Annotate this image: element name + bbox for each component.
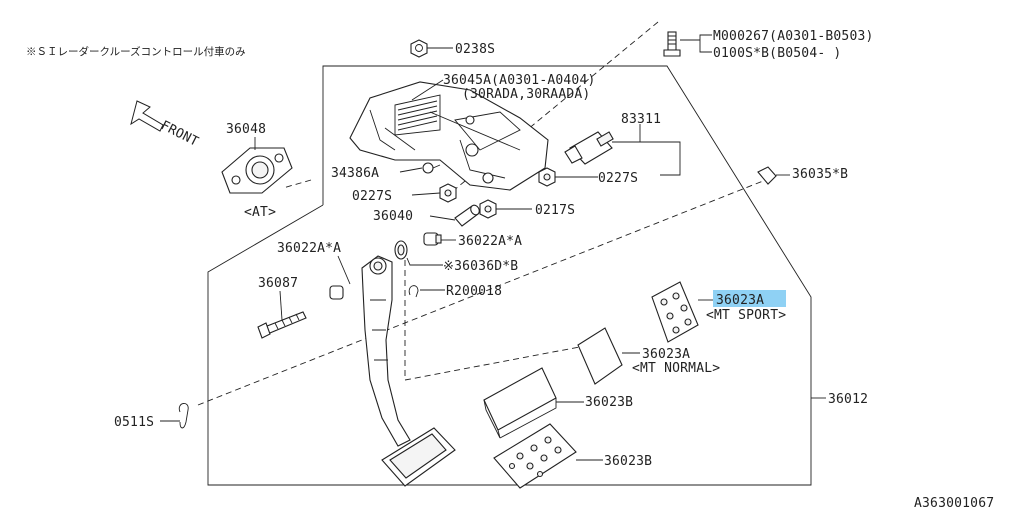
- part-36023a-normal-pad: [577, 327, 623, 385]
- assembly-outline: [207, 65, 812, 486]
- part-m000267-bolt: [663, 31, 681, 57]
- label-34386a: 34386A: [331, 166, 379, 181]
- label-0217s: 0217S: [535, 203, 575, 218]
- label-36022a-right: 36022A*A: [458, 234, 522, 249]
- part-0238s-nut: [410, 39, 428, 58]
- part-36087-bolt: [257, 311, 307, 339]
- part-34386a-pin: [422, 162, 441, 174]
- label-36087: 36087: [258, 276, 298, 291]
- label-36048: 36048: [226, 122, 266, 137]
- figure-id: A363001067: [914, 496, 994, 511]
- part-pedal-pad-main: [381, 427, 456, 487]
- label-at: <AT>: [244, 205, 276, 220]
- front-label: FRONT: [158, 118, 201, 150]
- label-36023a-normal: 36023A: [642, 347, 690, 362]
- label-0227s-right: 0227S: [598, 171, 638, 186]
- label-36040: 36040: [373, 209, 413, 224]
- part-36022a-right-bush: [423, 232, 442, 246]
- label-m000267: M000267(A0301-B0503): [713, 29, 874, 44]
- label-83311: 83311: [621, 112, 661, 127]
- part-0227s-right-nut: [538, 167, 556, 187]
- label-36023b-lower: 36023B: [604, 454, 652, 469]
- part-0511s-clip: [178, 403, 189, 429]
- label-36012: 36012: [828, 392, 868, 407]
- part-36045a-bracket: [349, 81, 549, 191]
- part-r200018-pin: [408, 285, 419, 298]
- label-36022a-left: 36022A*A: [277, 241, 341, 256]
- part-36040-sleeve: [454, 204, 480, 227]
- part-36023b-upper-pad: [483, 367, 557, 439]
- part-36035b-clip: [757, 166, 777, 185]
- part-pedal-arm: [361, 255, 411, 447]
- part-0227s-left-nut: [439, 183, 457, 203]
- label-r200018: R200018: [446, 284, 502, 299]
- label-36045a: 36045A(A0301-A0404): [443, 73, 596, 88]
- label-36023a-sport[interactable]: 36023A: [716, 293, 764, 308]
- part-0217s-nut: [479, 199, 497, 219]
- part-83311-switch: [564, 131, 614, 165]
- highlight-36023a-sport: [713, 290, 786, 307]
- front-arrow-icon: [130, 100, 164, 132]
- part-36022a-left-bush: [329, 285, 344, 300]
- part-36048-plate: [221, 147, 293, 194]
- label-0227s-left: 0227S: [352, 189, 392, 204]
- part-36023a-sport-pad: [651, 281, 699, 343]
- label-36035b: 36035*B: [792, 167, 848, 182]
- label-0100s: 0100S*B(B0504- ): [713, 46, 841, 61]
- part-36036d-spacer: [394, 240, 408, 260]
- label-36036d: ※36036D*B: [443, 259, 518, 274]
- label-36023b-upper: 36023B: [585, 395, 633, 410]
- label-0511s: 0511S: [114, 415, 154, 430]
- label-36045a-sub: (30RADA,30RAADA): [462, 87, 590, 102]
- cruise-control-note: ※ＳＩレーダークルーズコントロール付車のみ: [26, 45, 246, 58]
- label-0238s: 0238S: [455, 42, 495, 57]
- label-36023a-sport-sub: <MT SPORT>: [706, 308, 786, 323]
- label-36023a-normal-sub: <MT NORMAL>: [632, 361, 720, 376]
- part-36023b-lower-pad: [493, 423, 577, 489]
